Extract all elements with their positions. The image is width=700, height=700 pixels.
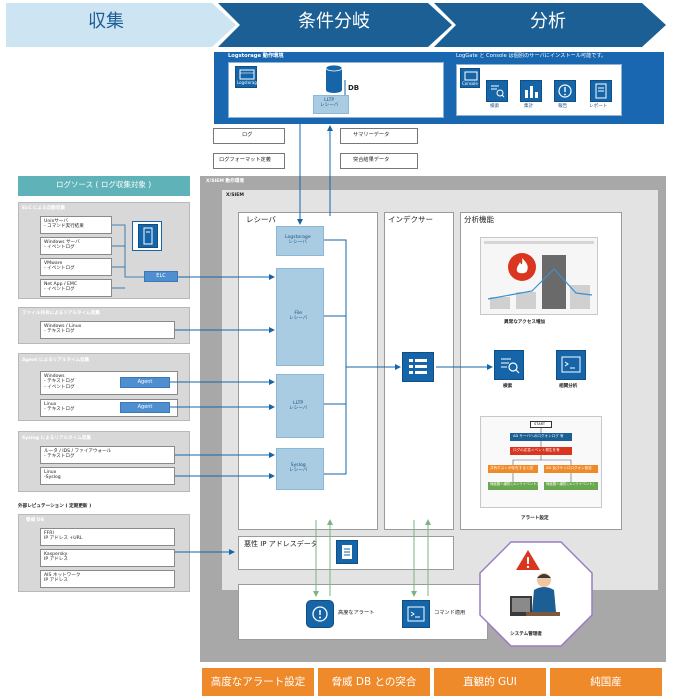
feature-threat-db: 脅威 DB との突合 — [318, 668, 430, 696]
analysis-search-icon — [494, 350, 524, 380]
malicious-ip-label: 悪性 IP アドレスデータ — [244, 540, 318, 548]
logstorage-env-label: Logstorage 動作環境 — [228, 53, 284, 59]
receiver-logstorage: Logstorage レシーバ — [276, 226, 324, 256]
db-label: DB — [348, 84, 360, 92]
admin-label: システム管理者 — [510, 632, 543, 637]
receiver-syslog: Syslog レシーバ — [276, 448, 324, 490]
group-agent-title: Agent によるリアルタイム収集 — [22, 358, 90, 363]
logstorage-icon: Logstorage — [235, 66, 259, 88]
source-windows: Windows サーバ - イベントログ — [40, 237, 112, 255]
source-winlinux-text: Windows / Linux - テキストログ — [40, 321, 175, 339]
flow-format-box: ログフォーマット定義 — [213, 153, 285, 169]
analysis-search-label: 検索 — [503, 384, 513, 389]
alert-icon — [554, 80, 576, 102]
phase-collect-arrow — [6, 3, 236, 47]
group-syslog-title: Syslog によるリアルタイム収集 — [22, 436, 91, 441]
terminal-icon — [402, 600, 430, 628]
phase-header — [6, 3, 666, 47]
flow-branch-right: AD 及びサイロログオン設定 — [544, 465, 598, 473]
warning-icon — [516, 550, 540, 570]
document-icon — [336, 540, 358, 564]
flow-start: START — [530, 421, 552, 428]
server-icon — [138, 224, 158, 248]
source-syslog-linux: Linux -Syslog — [40, 467, 175, 485]
correlation-icon — [556, 350, 586, 380]
alert-flow-connectors — [512, 428, 572, 482]
function-aggregate-label: 集計 — [524, 104, 534, 109]
feature-domestic: 純国産 — [550, 668, 662, 696]
flow-step2: ログの応答イベント発生を有 — [510, 447, 572, 455]
fire-icon — [508, 253, 536, 281]
flow-result-right: 他経路へ通知 (メンテイベント) — [544, 482, 598, 490]
analysis-title: 分析機能 — [464, 215, 494, 224]
action-box — [238, 584, 488, 640]
xsiem-label: X/SIEM — [226, 193, 244, 198]
phase-branch-label: 条件分岐 — [298, 11, 370, 32]
phase-collect-label: 収集 — [88, 11, 124, 32]
threat-ffri: FFRI IP アドレス +URL — [40, 528, 175, 546]
phase-branch-arrow — [218, 3, 452, 47]
group-fileshare-title: ファイル共有によるリアルタイム収集 — [22, 311, 100, 316]
receiver-lltp: LLTP レシーバ — [276, 374, 324, 438]
feature-advanced-alert: 高度なアラート設定 — [202, 668, 314, 696]
advanced-alert-label: 高度なアラート — [338, 610, 375, 616]
flow-summary-box: サマリーデータ — [340, 128, 418, 144]
function-report-label: 報告 — [558, 104, 568, 109]
receiver-file: File レシーバ — [276, 268, 324, 366]
correlation-label: 相関分析 — [559, 384, 578, 389]
source-router: ルータ / IDS / ファイアウォール - テキストログ — [40, 446, 175, 464]
person-icon — [510, 573, 560, 616]
function-report2-label: レポート — [589, 104, 608, 109]
console-note: LogGate と Console は個別のサーバにインストール可能です。 — [456, 53, 607, 59]
xsiem-env-label: X/SIEM 動作環境 — [206, 179, 244, 184]
agent-badge-windows: Agent — [120, 377, 170, 388]
source-vmware: VMware - イベントログ — [40, 258, 112, 276]
source-unix: Unixサーバ - コマンド実行結果 — [40, 216, 112, 234]
advanced-alert-icon — [306, 600, 334, 628]
log-sources-title-bar: ログソース ( ログ収集対象 ) — [18, 176, 190, 196]
anomaly-chart — [484, 241, 594, 309]
flow-result-left: 他経路へ通知 (メンテイベント) — [488, 482, 538, 490]
report-icon — [590, 80, 612, 102]
elc-badge: ELC — [144, 271, 178, 282]
bar-chart-icon — [520, 80, 542, 102]
flow-log-box: ログ — [213, 128, 285, 144]
indexer-title: インデクサー — [388, 215, 433, 224]
group-elc-title: ELC による自動収集 — [22, 206, 66, 211]
db-cylinder-icon — [325, 64, 343, 93]
abnormal-access-label: 異常なアクセス増加 — [504, 320, 546, 325]
function-search-label: 検索 — [490, 104, 500, 109]
flow-branch-left: 共有ホストが存在すると回 — [488, 465, 538, 473]
search-list-icon — [486, 80, 508, 102]
console-icon: Console — [460, 68, 480, 88]
top-lltp-receiver: LLTP レシーバ — [313, 95, 349, 114]
indexer-icon — [402, 352, 434, 382]
threat-kaspersky: Kaspersky IP アドレス — [40, 549, 175, 567]
command-apply-label: コマンド適用 — [434, 610, 466, 616]
flow-match-box: 突合結果データ — [340, 153, 418, 169]
phase-analysis-arrow — [434, 3, 666, 47]
threat-db-title: 脅威 DB — [26, 518, 45, 523]
flow-step1: AD サーバへのログオンログ 有 — [510, 433, 572, 441]
threat-ais: AIS ネットワーク IP アドレス — [40, 570, 175, 588]
agent-badge-linux: Agent — [120, 402, 170, 413]
feature-gui: 直観的 GUI — [434, 668, 546, 696]
alert-settings-label: アラート設定 — [521, 516, 549, 521]
receiver-title: レシーバ — [246, 215, 276, 224]
source-netapp: Net App / EMC - イベントログ — [40, 279, 112, 297]
phase-analysis-label: 分析 — [530, 11, 566, 32]
external-title: 外部レピュテーション ( 定期更新 ) — [18, 504, 92, 509]
